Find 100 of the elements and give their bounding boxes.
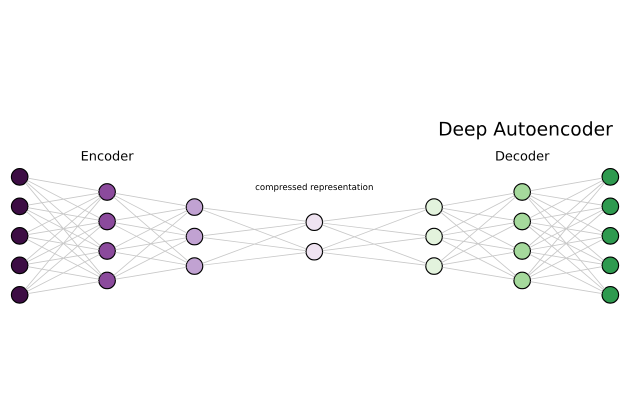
connector: [530, 194, 604, 232]
connector: [530, 206, 602, 220]
connector: [26, 210, 101, 276]
connector: [442, 266, 514, 280]
connector: [27, 254, 100, 292]
node-circle: [98, 242, 116, 260]
connector: [441, 210, 515, 248]
connector: [115, 266, 187, 280]
connector: [202, 252, 306, 266]
connector: [113, 196, 188, 261]
connector: [322, 222, 426, 236]
connector: [440, 211, 516, 276]
connector: [528, 181, 604, 246]
label: Encoder: [80, 149, 134, 164]
connector: [442, 192, 514, 206]
node-circle: [601, 197, 620, 215]
connector: [27, 209, 100, 248]
connector: [115, 251, 187, 265]
node-circle: [601, 286, 620, 304]
node-circle: [186, 256, 204, 274]
connector: [442, 207, 514, 220]
connector: [27, 238, 100, 277]
connector: [529, 209, 604, 248]
connector: [322, 208, 426, 249]
node-circle: [425, 256, 443, 274]
connector: [528, 196, 604, 260]
node-circle: [98, 271, 116, 289]
connector: [528, 182, 605, 274]
node-circle: [186, 227, 204, 245]
connector: [26, 181, 101, 246]
connector: [441, 224, 515, 262]
node-circle: [305, 242, 324, 260]
node-circle: [10, 197, 29, 215]
label: compressed representation: [255, 182, 374, 192]
node-circle: [425, 227, 443, 245]
connector: [322, 236, 426, 251]
node-circle: [186, 198, 204, 216]
node-circle: [513, 271, 532, 289]
connector: [530, 192, 602, 206]
connector: [115, 236, 187, 250]
connector: [322, 252, 426, 266]
label: Decoder: [494, 149, 550, 164]
connector: [528, 226, 604, 290]
node-circle: [601, 256, 620, 274]
connector: [442, 236, 514, 250]
node-circle: [305, 212, 324, 231]
node-circle: [601, 226, 620, 244]
connector: [442, 222, 514, 236]
connector: [28, 266, 100, 280]
connector: [27, 180, 100, 218]
connector: [28, 251, 100, 264]
connector: [115, 192, 187, 206]
node-circle: [10, 286, 29, 304]
node-circle: [513, 212, 532, 230]
connector: [202, 224, 307, 264]
connector: [28, 236, 100, 250]
node-circle: [98, 212, 116, 230]
connector: [28, 206, 100, 220]
connector: [25, 182, 102, 274]
connector: [440, 196, 516, 261]
connector: [28, 280, 100, 294]
connector: [529, 180, 604, 218]
connector: [530, 224, 604, 262]
node-circle: [98, 182, 116, 200]
connector: [322, 224, 426, 264]
connector: [27, 224, 100, 262]
connector: [115, 207, 187, 220]
connector: [113, 211, 188, 276]
connector: [114, 224, 188, 262]
connector: [530, 254, 604, 292]
connector: [202, 207, 306, 222]
connector: [26, 196, 101, 260]
connector: [529, 238, 604, 277]
connector: [441, 194, 515, 233]
connector: [530, 266, 602, 280]
connector: [114, 210, 188, 248]
connector: [202, 222, 306, 236]
connector: [442, 251, 514, 265]
diagram-title: Deep Autoencoder: [438, 119, 613, 140]
connector: [530, 251, 602, 264]
connector: [528, 197, 605, 289]
connector: [28, 177, 100, 191]
connector: [26, 226, 101, 290]
connector: [25, 197, 102, 289]
connector: [530, 236, 602, 250]
connector: [114, 239, 188, 277]
node-circle: [513, 182, 532, 200]
connector: [530, 280, 602, 294]
connector: [27, 194, 100, 232]
connector: [28, 192, 100, 206]
connector: [322, 207, 426, 222]
connector: [28, 222, 100, 235]
node-circle: [513, 242, 532, 260]
connector: [114, 194, 188, 233]
node-circle: [10, 226, 29, 244]
node-circle: [425, 198, 443, 216]
connector: [202, 236, 306, 251]
connector: [202, 208, 307, 249]
node-circle: [601, 168, 620, 186]
connector: [528, 210, 604, 276]
